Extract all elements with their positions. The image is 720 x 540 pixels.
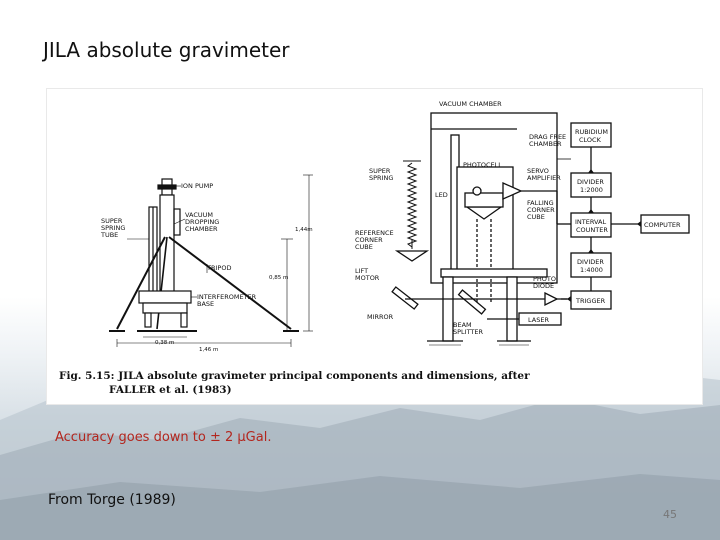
label-beam-splitter: BEAM SPLITTER <box>453 321 484 336</box>
gravimeter-diagram: ION PUMP SUPER SPRING TUBE VACUUM DROPPI… <box>100 100 690 353</box>
label-tripod: TRIPOD <box>206 264 231 272</box>
gravimeter-figure: ION PUMP SUPER SPRING TUBE VACUUM DROPPI… <box>47 89 702 404</box>
label-trigger: TRIGGER <box>575 297 606 305</box>
label-drag-free-chamber: DRAG FREE CHAMBER <box>529 133 568 148</box>
label-rubidium-clock: RUBIDIUM CLOCK <box>575 128 610 144</box>
label-interferometer-base: INTERFEROMETER BASE <box>197 293 258 308</box>
slide-title: JILA absolute gravimeter <box>43 38 290 62</box>
label-vacuum-dropping-chamber: VACUUM DROPPING CHAMBER <box>185 211 221 233</box>
label-photo-diode: PHOTO DIODE <box>533 275 558 290</box>
dim-height-total: 1,44m <box>295 227 313 233</box>
label-divider-4000: DIVIDER 1:4000 <box>577 258 606 274</box>
label-servo-amplifier: SERVO AMPLIFIER <box>527 167 561 182</box>
label-divider-2000: DIVIDER 1:2000 <box>577 178 606 194</box>
label-led: LED <box>435 191 448 199</box>
label-vacuum-chamber: VACUUM CHAMBER <box>439 100 502 108</box>
dim-base-total: 1,46 m <box>199 347 218 353</box>
label-falling-corner-cube: FALLING CORNER CUBE <box>527 199 557 221</box>
label-super-spring-tube: SUPER SPRING TUBE <box>100 217 127 239</box>
caption-line-1: Fig. 5.15: JILA absolute gravimeter prin… <box>59 370 530 382</box>
label-computer: COMPUTER <box>644 221 681 229</box>
label-mirror: MIRROR <box>367 313 394 321</box>
figure-caption: Fig. 5.15: JILA absolute gravimeter prin… <box>59 369 699 397</box>
label-reference-corner-cube: REFERENCE CORNER CUBE <box>355 229 396 251</box>
dim-height-tripod: 0,85 m <box>269 275 288 281</box>
caption-line-2: FALLER et al. (1983) <box>109 384 232 396</box>
label-interval-counter: INTERVAL COUNTER <box>575 218 608 234</box>
page-number: 45 <box>663 508 677 521</box>
label-ion-pump: ION PUMP <box>181 182 213 190</box>
label-super-spring: SUPER SPRING <box>369 167 393 182</box>
accuracy-note: Accuracy goes down to ± 2 μGal. <box>55 430 272 445</box>
label-lift-motor: LIFT MOTOR <box>355 267 380 282</box>
label-laser: LASER <box>528 316 549 324</box>
source-citation: From Torge (1989) <box>48 492 176 508</box>
dim-base-inner: 0,38 m <box>155 340 174 346</box>
label-photocell: PHOTOCELL <box>463 161 502 169</box>
